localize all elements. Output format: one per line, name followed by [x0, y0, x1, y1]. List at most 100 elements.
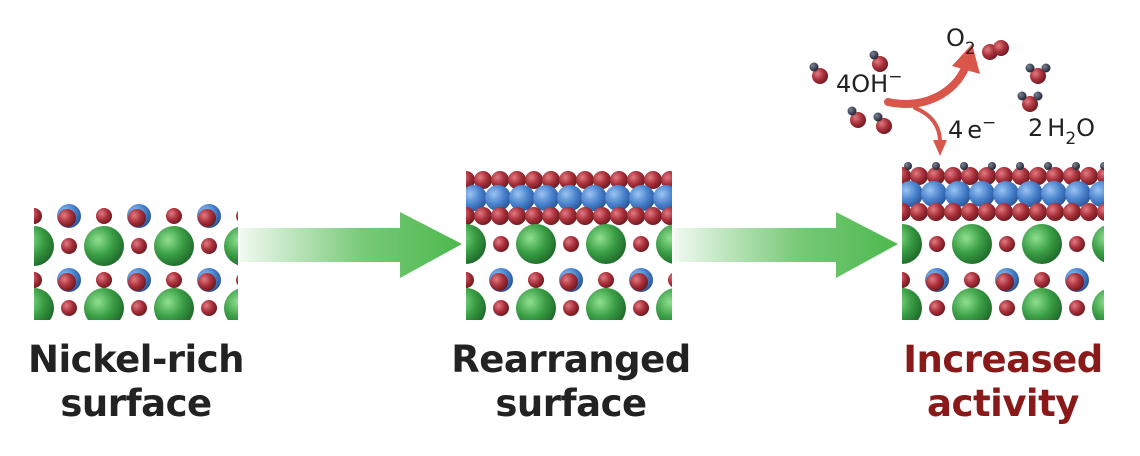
nickel-atom [1092, 289, 1104, 320]
oxygen-atom [929, 236, 945, 252]
oxygen-atom [542, 171, 560, 189]
oxygen-atom [961, 167, 979, 185]
oxygen-atom [598, 272, 614, 288]
iron-atom [921, 181, 947, 207]
oxygen-atom [995, 203, 1013, 221]
iron-atom [629, 185, 655, 211]
oxygen-atom [34, 208, 42, 224]
oxygen-atom [559, 171, 577, 189]
hydroxide-hydrogen [809, 62, 819, 72]
nickel-atom [516, 288, 556, 320]
nickel-atom [1022, 224, 1062, 264]
oxygen-atom [999, 236, 1015, 252]
iron-atom [945, 181, 971, 207]
oxygen-atom [491, 171, 509, 189]
nickel-atom [224, 288, 238, 320]
oxygen-atom [34, 272, 42, 288]
nickel-rich-caption: Nickel-rich surface [27, 338, 245, 425]
oxygen-atom [58, 273, 76, 291]
hydrogen-atom [988, 162, 996, 170]
oxygen-atom [593, 207, 611, 225]
oxygen-atom [661, 207, 672, 225]
process-arrow-icon [240, 212, 462, 278]
nickel-atom [902, 288, 922, 320]
iron-atom [969, 181, 995, 207]
oxygen-atom [996, 273, 1014, 291]
oxygen-atom [627, 207, 645, 225]
oxygen-atom [927, 203, 945, 221]
oxygen-atom [627, 171, 645, 189]
oxygen-atom [236, 274, 238, 286]
water-oxygen [1030, 68, 1046, 84]
iron-atom [533, 185, 559, 211]
hydroxide-hydrogen [869, 50, 879, 60]
iron-atom [581, 185, 607, 211]
oxygen-atom [1066, 273, 1084, 291]
oxygen-atom [1114, 167, 1132, 185]
reactant-label: 4OH− [836, 67, 902, 98]
hydrogen-atom [1044, 162, 1052, 170]
nickel-atom [154, 226, 194, 266]
iron-atom [993, 181, 1019, 207]
oxygen-atom [542, 207, 560, 225]
water-hydrogen [1017, 91, 1027, 101]
oxygen-atom [576, 207, 594, 225]
hydrogen-atom [932, 162, 940, 170]
nickel-atom [952, 288, 992, 320]
oxygen-atom [910, 203, 928, 221]
iron-atom [605, 185, 631, 211]
floating-molecules [809, 40, 1051, 134]
oxygen-atom [61, 300, 77, 316]
oxygen-atom [610, 207, 628, 225]
oxygen-atom [560, 273, 578, 291]
hydroxide-oxygen [850, 112, 866, 128]
nickel-atom [586, 224, 626, 264]
nickel-atom [952, 224, 992, 264]
oxygen-atom [678, 207, 696, 225]
hydroxide-oxygen [876, 118, 892, 134]
oxygen-atom [563, 300, 579, 316]
nickel-atom [656, 224, 672, 264]
oxygen-atom [474, 171, 492, 189]
iron-atom [1041, 181, 1067, 207]
oxygen-atom [1114, 203, 1132, 221]
iron-atom [677, 185, 703, 211]
oxygen-atom [1046, 203, 1064, 221]
oxygen-atom [198, 209, 216, 227]
hydrogen-atom [1072, 162, 1080, 170]
oxygen-atom [1029, 203, 1047, 221]
oxygen-atom [236, 210, 238, 222]
oxygen-atom [466, 171, 475, 189]
rearranged-surface-panel [466, 171, 703, 320]
oxygen-atom [995, 167, 1013, 185]
oxygen-atom [131, 300, 147, 316]
water-hydrogen [1033, 91, 1043, 101]
oxygen-atom [1104, 272, 1120, 288]
iron-atom [557, 185, 583, 211]
nickel-atom [1022, 288, 1062, 320]
iron-atom [466, 185, 487, 211]
oxygen-atom [1097, 167, 1104, 185]
nickel-atom [586, 288, 626, 320]
oxygen-atom [978, 167, 996, 185]
oxygen-atom [1069, 300, 1085, 316]
nickel-atom [34, 288, 54, 320]
oxygen-atom [96, 272, 112, 288]
oxygen-atom [964, 272, 980, 288]
hydrogen-atom [960, 162, 968, 170]
oxygen-atom [978, 203, 996, 221]
increased-activity-caption: Increased activity [903, 338, 1103, 425]
iron-atom [1089, 181, 1104, 207]
increased-activity-panel [902, 162, 1132, 320]
iron-atom [1065, 181, 1091, 207]
oxygen-atom [525, 171, 543, 189]
oxygen-atom [610, 171, 628, 189]
oxygen-atom [61, 238, 77, 254]
rearranged-caption: Rearranged surface [451, 338, 691, 425]
oxygen-atom [131, 238, 147, 254]
oxygen-atom [630, 273, 648, 291]
oxygen-atom [1097, 203, 1104, 221]
oxygen-atom [166, 272, 182, 288]
